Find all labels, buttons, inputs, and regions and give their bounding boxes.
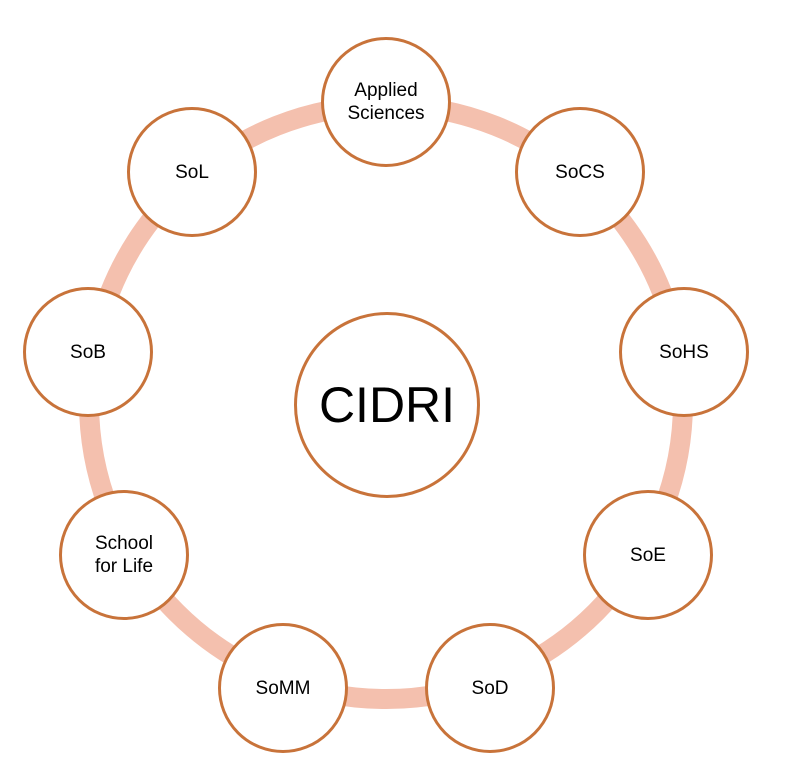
center-label: CIDRI — [318, 377, 456, 433]
node-soe: SoE — [583, 490, 713, 620]
center-node-cidri: CIDRI — [294, 312, 480, 498]
node-label: SoE — [630, 544, 666, 566]
node-sol: SoL — [127, 107, 257, 237]
node-sohs: SoHS — [619, 287, 749, 417]
node-sod: SoD — [425, 623, 555, 753]
node-sob: SoB — [23, 287, 153, 417]
node-applied-sciences: Applied Sciences — [321, 37, 451, 167]
node-somm: SoMM — [218, 623, 348, 753]
node-label: Applied Sciences — [347, 80, 425, 124]
node-label: SoL — [175, 161, 209, 183]
node-label: SoMM — [255, 677, 311, 699]
node-label: School for Life — [94, 533, 154, 577]
node-label: SoHS — [659, 341, 709, 363]
node-socs: SoCS — [515, 107, 645, 237]
node-school-for-life: School for Life — [59, 490, 189, 620]
node-label: SoB — [70, 341, 106, 363]
node-label: SoCS — [555, 161, 605, 183]
node-label: SoD — [471, 677, 509, 699]
